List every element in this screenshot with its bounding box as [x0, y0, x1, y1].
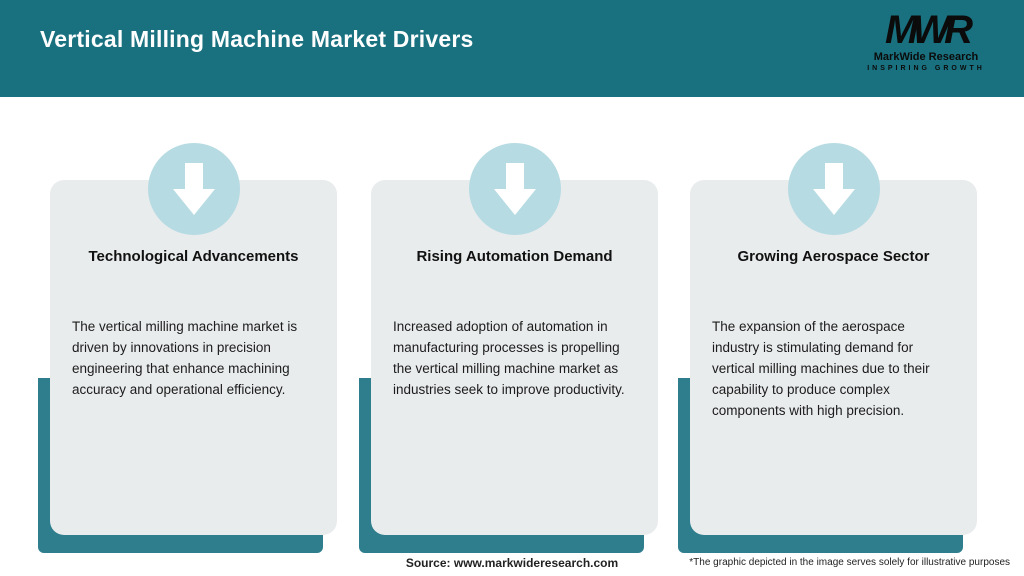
disclaimer-text: *The graphic depicted in the image serve…	[689, 557, 1010, 568]
card: Technological Advancements The vertical …	[50, 180, 337, 535]
source-text: Source: www.markwideresearch.com	[405, 556, 619, 570]
page-title: Vertical Milling Machine Market Drivers	[40, 26, 474, 52]
down-arrow-icon	[787, 143, 880, 235]
logo-name: MarkWide Research	[873, 51, 979, 63]
card-body: Increased adoption of automation in manu…	[393, 319, 625, 397]
card-title: Technological Advancements	[88, 248, 299, 265]
card-body: The expansion of the aerospace industry …	[712, 319, 930, 418]
card: Growing Aerospace Sector The expansion o…	[690, 180, 977, 535]
card: Rising Automation Demand Increased adopt…	[371, 180, 658, 535]
driver-card-growing-aerospace-sector: Growing Aerospace Sector The expansion o…	[678, 143, 977, 553]
card-body: The vertical milling machine market is d…	[72, 319, 298, 397]
card-title: Growing Aerospace Sector	[737, 248, 930, 265]
driver-card-rising-automation-demand: Rising Automation Demand Increased adopt…	[359, 143, 658, 553]
markwide-research-logo: MWR MarkWide Research INSPIRING GROWTH	[856, 10, 996, 72]
down-arrow-icon	[468, 143, 561, 235]
logo-acronym: MWR	[885, 8, 973, 52]
card-title: Rising Automation Demand	[416, 248, 613, 265]
logo-tagline: INSPIRING GROWTH	[867, 65, 985, 72]
header-bar: Vertical Milling Machine Market Drivers …	[0, 0, 1024, 97]
down-arrow-icon	[147, 143, 240, 235]
driver-card-technological-advancements: Technological Advancements The vertical …	[38, 143, 337, 553]
